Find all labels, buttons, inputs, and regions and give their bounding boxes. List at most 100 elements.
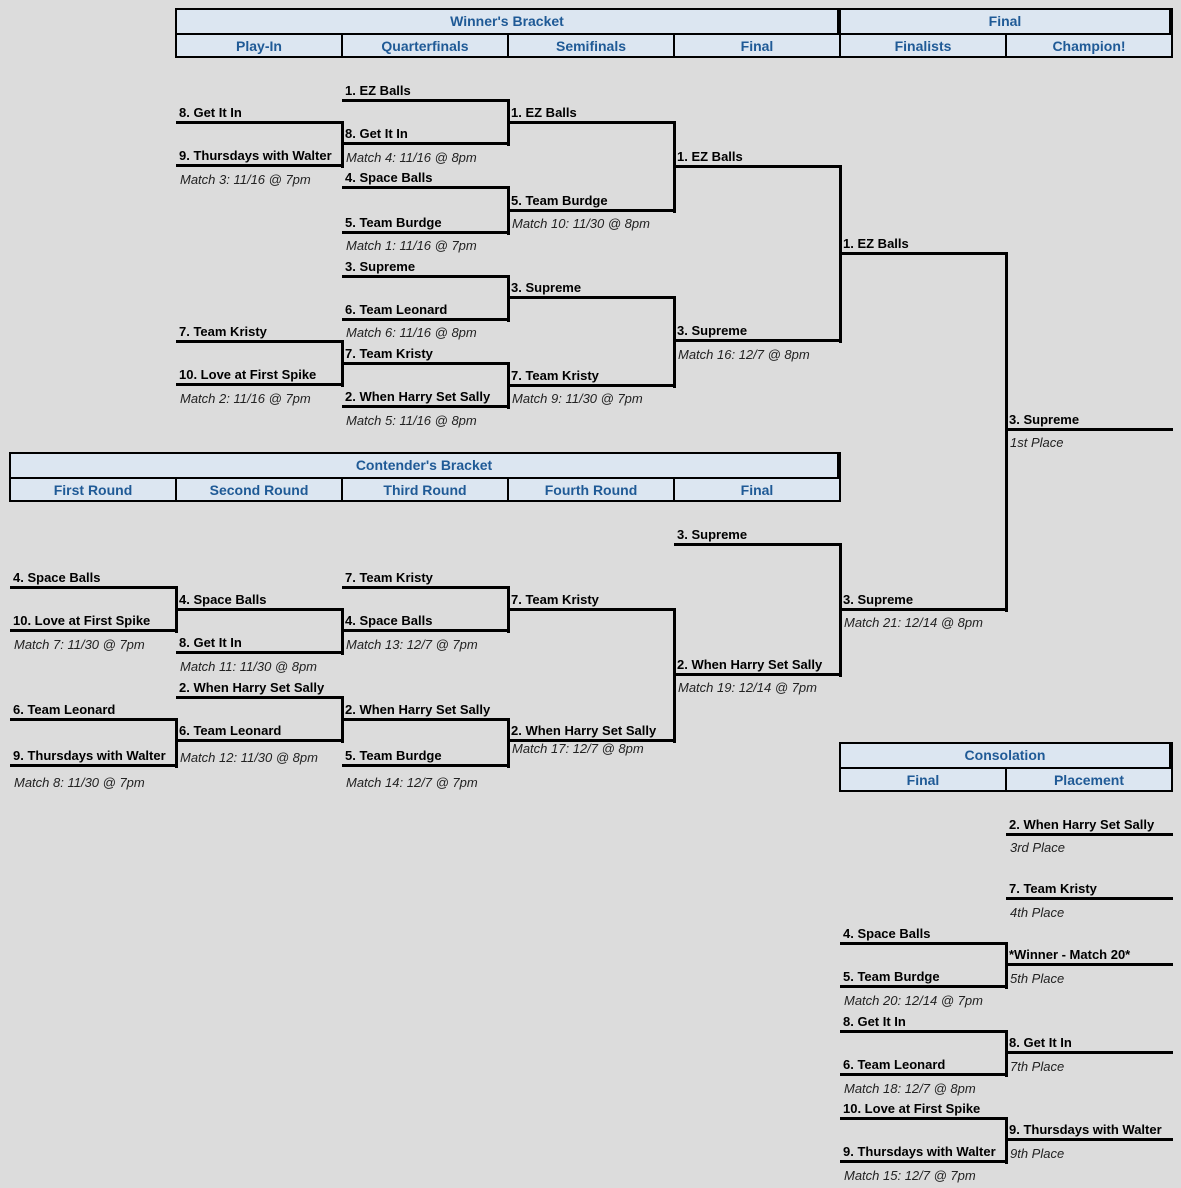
match-info: Match 5: 11/16 @ 8pm bbox=[346, 413, 477, 428]
col-quarterfinals: Quarterfinals bbox=[343, 33, 509, 56]
match-info: Match 7: 11/30 @ 7pm bbox=[14, 637, 145, 652]
bracket-connector bbox=[1005, 253, 1008, 612]
col-first-round: First Round bbox=[11, 477, 177, 500]
col-consolation-final: Final bbox=[841, 767, 1007, 790]
col-finalists: Finalists bbox=[841, 33, 1007, 56]
consolation-title: Consolation bbox=[841, 744, 1171, 767]
bracket-connector bbox=[839, 166, 842, 343]
col-contenders-final: Final bbox=[675, 477, 839, 500]
match-info: Match 13: 12/7 @ 7pm bbox=[346, 637, 478, 652]
placement-slot: 2. When Harry Set Sally bbox=[1006, 814, 1173, 836]
match-info: Match 6: 11/16 @ 8pm bbox=[346, 325, 477, 340]
match-info: Match 12: 11/30 @ 8pm bbox=[180, 750, 318, 765]
bracket-slot: 8. Get It In bbox=[342, 123, 510, 145]
placement-label: 7th Place bbox=[1010, 1059, 1065, 1074]
bracket-slot: 10. Love at First Spike bbox=[10, 610, 178, 632]
bracket-slot: 1. EZ Balls bbox=[342, 80, 510, 102]
match-info: Match 4: 11/16 @ 8pm bbox=[346, 150, 477, 165]
match-info: Match 10: 11/30 @ 8pm bbox=[512, 216, 650, 231]
match-info: Match 15: 12/7 @ 7pm bbox=[844, 1168, 976, 1183]
bracket-slot: 4. Space Balls bbox=[342, 167, 510, 189]
match-info: Match 3: 11/16 @ 7pm bbox=[180, 172, 311, 187]
bracket-slot: 8. Get It In bbox=[840, 1011, 1008, 1033]
bracket-slot: 5. Team Burdge bbox=[342, 212, 510, 234]
col-placement: Placement bbox=[1007, 767, 1171, 790]
bracket-slot: 3. Supreme bbox=[674, 320, 842, 342]
col-third-round: Third Round bbox=[343, 477, 509, 500]
bracket-slot: 7. Team Kristy bbox=[176, 321, 344, 343]
winners-bracket-title: Winner's Bracket bbox=[177, 10, 839, 33]
bracket-slot: 7. Team Kristy bbox=[508, 589, 676, 611]
bracket-slot: 7. Team Kristy bbox=[342, 567, 510, 589]
bracket-connector bbox=[341, 122, 344, 168]
col-final: Final bbox=[675, 33, 839, 56]
bracket-connector bbox=[341, 341, 344, 387]
placement-slot: 7. Team Kristy bbox=[1006, 878, 1173, 900]
contenders-bracket-title: Contender's Bracket bbox=[11, 454, 839, 477]
match-info: Match 16: 12/7 @ 8pm bbox=[678, 347, 810, 362]
bracket-slot: 5. Team Burdge bbox=[342, 745, 510, 767]
bracket-slot: 9. Thursdays with Walter bbox=[10, 745, 178, 767]
bracket-slot: 4. Space Balls bbox=[10, 567, 178, 589]
match-info: Match 9: 11/30 @ 7pm bbox=[512, 391, 643, 406]
bracket-connector bbox=[839, 544, 842, 677]
bracket-connector bbox=[673, 122, 676, 213]
placement-slot: 9. Thursdays with Walter bbox=[1006, 1119, 1173, 1141]
placement-slot: 8. Get It In bbox=[1006, 1032, 1173, 1054]
placement-label: 3rd Place bbox=[1010, 840, 1065, 855]
bracket-connector bbox=[1005, 1118, 1008, 1164]
bracket-connector bbox=[1005, 1031, 1008, 1077]
bracket-connector bbox=[507, 187, 510, 235]
bracket-slot: 5. Team Burdge bbox=[840, 966, 1008, 988]
bracket-slot: 4. Space Balls bbox=[840, 923, 1008, 945]
bracket-slot: 2. When Harry Set Sally bbox=[342, 699, 510, 721]
bracket-slot: 2. When Harry Set Sally bbox=[342, 386, 510, 408]
placement-label: 1st Place bbox=[1010, 435, 1064, 450]
consolation-header: Consolation Final Placement bbox=[839, 742, 1173, 792]
bracket-connector bbox=[507, 276, 510, 322]
bracket-slot: 1. EZ Balls bbox=[674, 146, 842, 168]
bracket-slot: 1. EZ Balls bbox=[840, 233, 1008, 255]
bracket-slot: 9. Thursdays with Walter bbox=[176, 145, 344, 167]
bracket-connector bbox=[507, 363, 510, 409]
col-play-in: Play-In bbox=[177, 33, 343, 56]
final-title: Final bbox=[841, 10, 1171, 33]
match-info: Match 21: 12/14 @ 8pm bbox=[844, 615, 983, 630]
bracket-slot: 2. When Harry Set Sally bbox=[176, 677, 344, 699]
bracket-slot: 8. Get It In bbox=[176, 632, 344, 654]
bracket-slot: 10. Love at First Spike bbox=[176, 364, 344, 386]
match-info: Match 19: 12/14 @ 7pm bbox=[678, 680, 817, 695]
col-fourth-round: Fourth Round bbox=[509, 477, 675, 500]
champion-slot: 3. Supreme bbox=[1006, 409, 1173, 431]
bracket-slot: 3. Supreme bbox=[508, 277, 676, 299]
bracket-slot: 9. Thursdays with Walter bbox=[840, 1141, 1008, 1163]
bracket-slot: 2. When Harry Set Sally bbox=[508, 720, 676, 742]
bracket-connector bbox=[507, 100, 510, 146]
placement-slot: *Winner - Match 20* bbox=[1006, 944, 1173, 966]
bracket-connector bbox=[507, 587, 510, 633]
bracket-connector bbox=[1005, 943, 1008, 989]
match-info: Match 8: 11/30 @ 7pm bbox=[14, 775, 145, 790]
bracket-slot: 7. Team Kristy bbox=[508, 365, 676, 387]
bracket-slot: 10. Love at First Spike bbox=[840, 1098, 1008, 1120]
bracket-connector bbox=[175, 587, 178, 633]
bracket-slot: 4. Space Balls bbox=[176, 589, 344, 611]
bracket-slot: 6. Team Leonard bbox=[176, 720, 344, 742]
col-champion: Champion! bbox=[1007, 33, 1171, 56]
bracket-slot: 1. EZ Balls bbox=[508, 102, 676, 124]
bracket-connector bbox=[175, 719, 178, 768]
match-info: Match 2: 11/16 @ 7pm bbox=[180, 391, 311, 406]
bracket-slot: 3. Supreme bbox=[840, 589, 1008, 611]
bracket-connector bbox=[341, 609, 344, 655]
col-second-round: Second Round bbox=[177, 477, 343, 500]
bracket-slot: 8. Get It In bbox=[176, 102, 344, 124]
bracket-slot: 4. Space Balls bbox=[342, 610, 510, 632]
bracket-connector bbox=[507, 719, 510, 768]
col-semifinals: Semifinals bbox=[509, 33, 675, 56]
match-info: Match 20: 12/14 @ 7pm bbox=[844, 993, 983, 1008]
bracket-slot: 7. Team Kristy bbox=[342, 343, 510, 365]
placement-label: 9th Place bbox=[1010, 1146, 1065, 1161]
contenders-bracket-header: Contender's Bracket First Round Second R… bbox=[9, 452, 841, 502]
bracket-slot: 2. When Harry Set Sally bbox=[674, 654, 842, 676]
bracket-slot: 3. Supreme bbox=[342, 256, 510, 278]
